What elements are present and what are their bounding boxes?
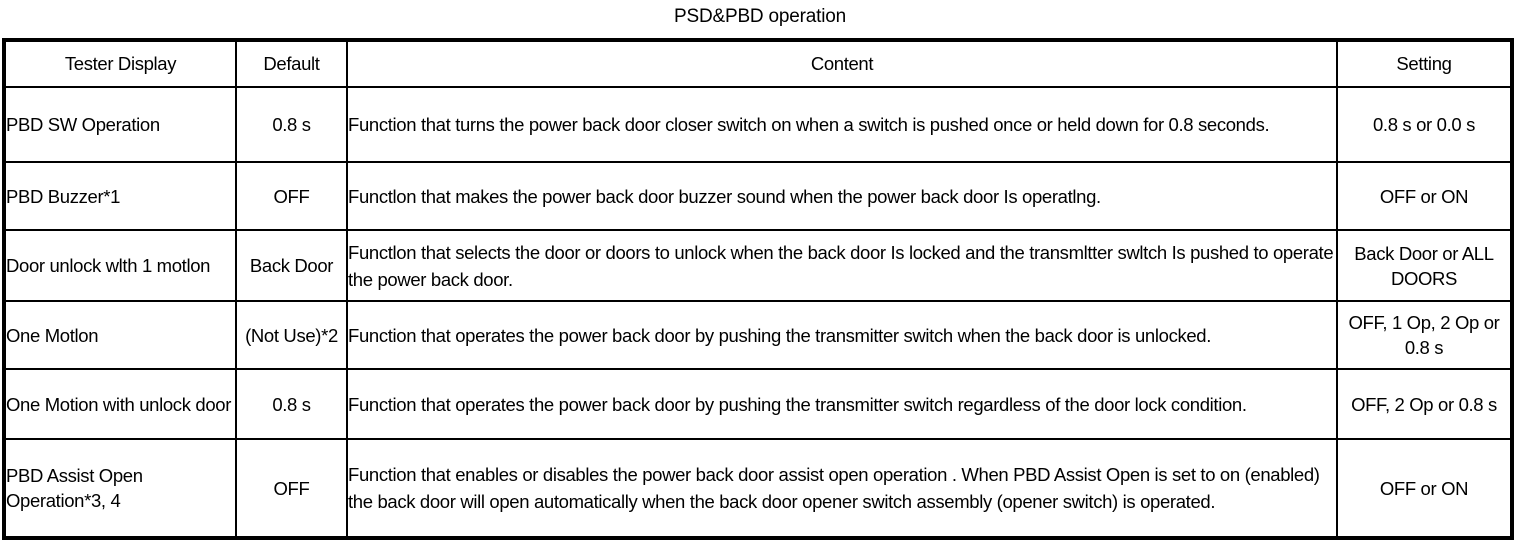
cell-setting: OFF or ON [1336, 161, 1510, 231]
table-row: PBD SW Operation 0.8 s Function that tur… [6, 86, 1510, 163]
column-header-setting: Setting [1336, 42, 1510, 88]
cell-content: Functlon that makes the power back door … [346, 161, 1338, 231]
cell-content: Functlon that selects the door or doors … [346, 229, 1338, 302]
column-header-tester-display: Tester Display [6, 42, 237, 88]
cell-setting: 0.8 s or 0.0 s [1336, 86, 1510, 163]
cell-tester-display: PBD Buzzer*1 [6, 161, 237, 231]
table-row: Door unlock wlth 1 motlon Back Door Func… [6, 229, 1510, 302]
table-row: One Motlon (Not Use)*2 Function that ope… [6, 300, 1510, 370]
cell-default: (Not Use)*2 [235, 300, 348, 370]
cell-content: Function that operates the power back do… [346, 300, 1338, 370]
table-row: PBD Assist Open Operation*3, 4 OFF Funct… [6, 438, 1510, 536]
cell-setting: Back Door or ALL DOORS [1336, 229, 1510, 302]
cell-tester-display: One Motlon [6, 300, 237, 370]
cell-default: 0.8 s [235, 86, 348, 163]
psd-pbd-operation-table: Tester Display Default Content Setting P… [2, 38, 1514, 540]
cell-default: OFF [235, 438, 348, 536]
cell-setting: OFF, 2 Op or 0.8 s [1336, 368, 1510, 440]
cell-tester-display: One Motion with unlock door [6, 368, 237, 440]
table-row: PBD Buzzer*1 OFF Functlon that makes the… [6, 161, 1510, 231]
cell-default: Back Door [235, 229, 348, 302]
cell-default: OFF [235, 161, 348, 231]
cell-setting: OFF, 1 Op, 2 Op or 0.8 s [1336, 300, 1510, 370]
cell-tester-display: PBD SW Operation [6, 86, 237, 163]
cell-default: 0.8 s [235, 368, 348, 440]
cell-setting: OFF or ON [1336, 438, 1510, 536]
table-row: One Motion with unlock door 0.8 s Functi… [6, 368, 1510, 440]
column-header-content: Content [346, 42, 1338, 88]
table-header-row: Tester Display Default Content Setting [6, 42, 1510, 88]
cell-content: Function that turns the power back door … [346, 86, 1338, 163]
cell-content: Function that operates the power back do… [346, 368, 1338, 440]
cell-content: Function that enables or disables the po… [346, 438, 1338, 536]
cell-tester-display: PBD Assist Open Operation*3, 4 [6, 438, 237, 536]
column-header-default: Default [235, 42, 348, 88]
cell-tester-display: Door unlock wlth 1 motlon [6, 229, 237, 302]
settings-table: Tester Display Default Content Setting P… [6, 42, 1510, 536]
page-title: PSD&PBD operation [674, 6, 846, 27]
